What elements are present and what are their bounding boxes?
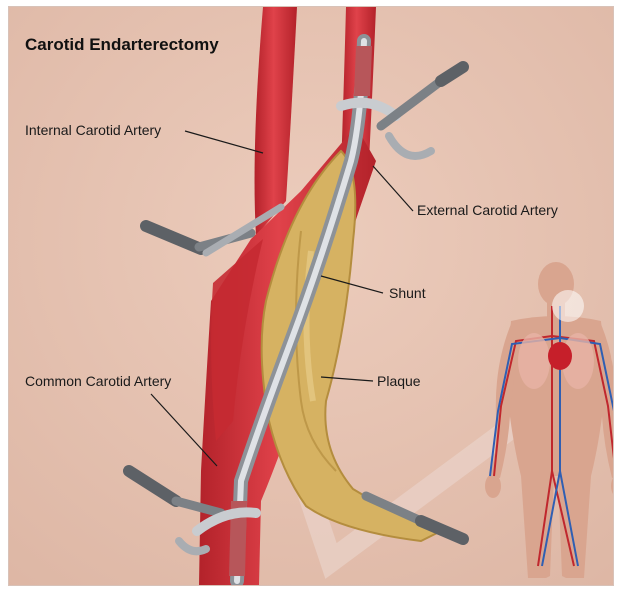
shunt-upper-end — [354, 46, 372, 96]
illustration-frame: Carotid Endarterectomy Internal Carotid … — [8, 6, 614, 586]
carotid-illustration — [9, 7, 613, 585]
page-title: Carotid Endarterectomy — [25, 35, 219, 55]
label-shunt: Shunt — [389, 285, 426, 301]
label-internal-carotid-artery: Internal Carotid Artery — [25, 122, 161, 138]
label-plaque: Plaque — [377, 373, 421, 389]
label-external-carotid-artery: External Carotid Artery — [417, 202, 558, 218]
label-common-carotid-artery: Common Carotid Artery — [25, 373, 171, 389]
